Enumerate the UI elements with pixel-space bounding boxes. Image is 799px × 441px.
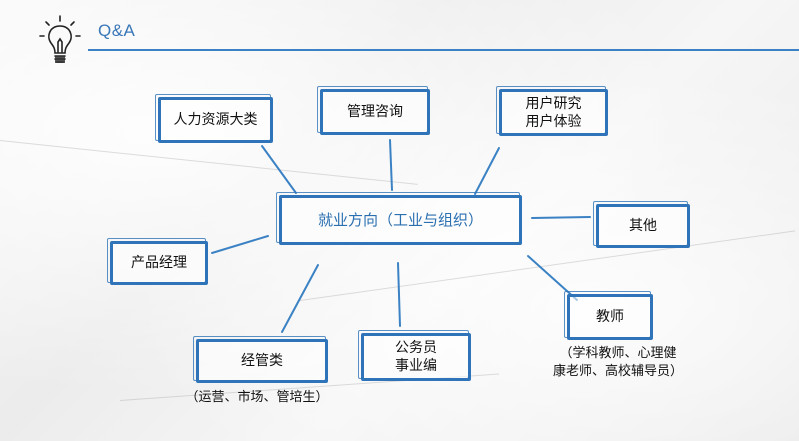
node-frame-sketch: [564, 291, 651, 338]
node-frame: [499, 89, 608, 136]
node-frame-sketch: [193, 336, 326, 381]
note-ops: （运营、市场、管培生）: [185, 390, 329, 405]
node-hr-label: 人力资源大类: [173, 112, 258, 128]
node-frame: [596, 204, 690, 248]
node-frame-sketch: [593, 201, 688, 246]
node-ops: 经管类: [193, 336, 328, 383]
node-frame: [196, 339, 328, 383]
link-consult: [389, 139, 393, 191]
header-divider: [88, 49, 799, 51]
node-frame-sketch: [155, 94, 271, 141]
center-node-label: 就业方向（工业与组织）: [317, 211, 483, 229]
note-teacher: （学科教师、心理健 康老师、高校辅导员）: [552, 346, 683, 379]
node-frame: [158, 97, 273, 143]
node-ops-label: 经管类: [241, 353, 283, 369]
node-teacher: 教师: [564, 291, 653, 340]
node-frame-sketch: [107, 238, 206, 283]
node-frame: [361, 333, 471, 381]
node-consult: 管理咨询: [317, 86, 430, 135]
node-ux-label: 用户研究 用户体验: [525, 95, 582, 130]
node-pm: 产品经理: [107, 238, 208, 285]
node-frame: [320, 89, 430, 135]
lightbulb-icon: [39, 15, 81, 63]
link-ux: [474, 147, 500, 195]
page-title: Q&A: [98, 21, 136, 40]
link-other: [531, 216, 591, 219]
link-civil: [397, 262, 401, 327]
node-frame: [279, 195, 522, 245]
link-ops: [281, 264, 319, 333]
node-civil: 公务员 事业编: [358, 330, 471, 381]
node-frame-sketch: [496, 86, 606, 134]
node-frame-sketch: [317, 86, 428, 133]
link-hr: [261, 145, 297, 194]
node-frame: [110, 241, 208, 285]
node-pm-label: 产品经理: [131, 255, 187, 271]
node-hr: 人力资源大类: [155, 94, 273, 143]
node-other: 其他: [593, 201, 690, 248]
link-pm: [211, 235, 269, 254]
center-node-career-direction: 就业方向（工业与组织）: [276, 192, 522, 245]
node-frame-sketch: [276, 192, 520, 243]
node-ux: 用户研究 用户体验: [496, 86, 608, 136]
node-consult-label: 管理咨询: [347, 104, 403, 120]
node-civil-label: 公务员 事业编: [395, 340, 437, 374]
node-frame: [567, 294, 653, 340]
node-frame-sketch: [358, 330, 469, 379]
node-teacher-label: 教师: [596, 309, 624, 325]
link-teacher: [527, 255, 578, 301]
node-other-label: 其他: [629, 218, 657, 234]
